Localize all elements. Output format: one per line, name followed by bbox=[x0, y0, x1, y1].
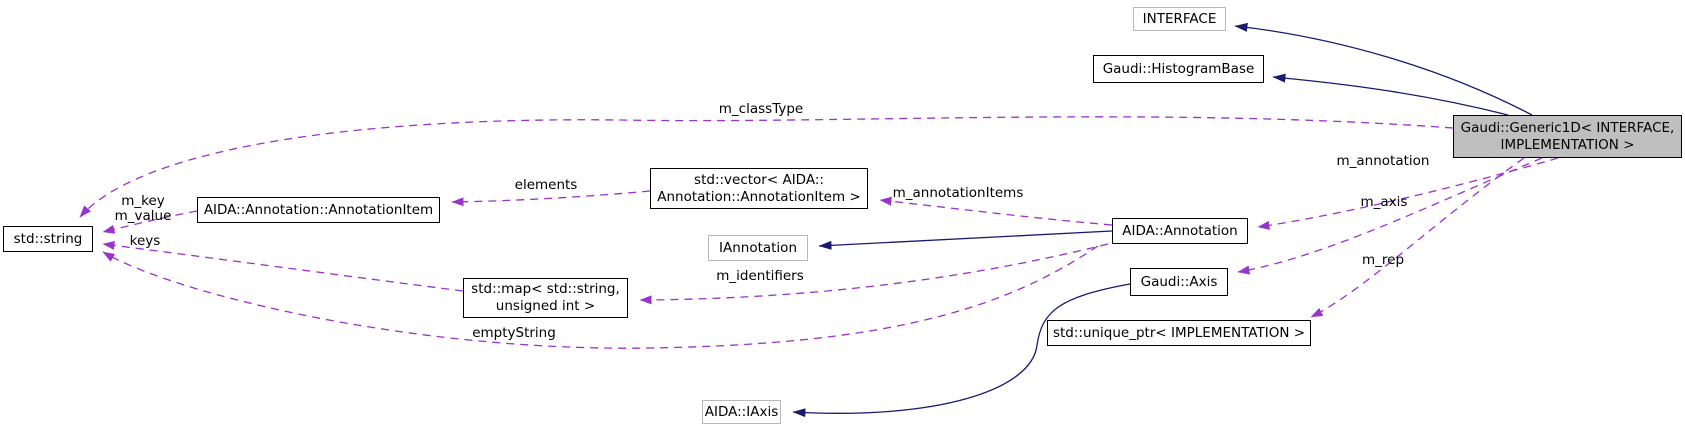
node-gaudi-generic1d-line1: Gaudi::Generic1D< INTERFACE, bbox=[1460, 119, 1675, 136]
edge-m-rep bbox=[1310, 157, 1525, 318]
edge-inherits-iannotation bbox=[818, 230, 1113, 250]
edge-inherits-iaxis bbox=[792, 283, 1131, 418]
edge-m-classtype bbox=[79, 116, 1454, 218]
edge-label-m-key-m-value: m_key m_value bbox=[110, 194, 176, 224]
node-aida-annotation[interactable]: AIDA::Annotation bbox=[1112, 218, 1248, 244]
edge-label-keys: keys bbox=[129, 233, 161, 249]
node-gaudi-generic1d-line2: IMPLEMENTATION > bbox=[1500, 136, 1635, 153]
node-interface-label: INTERFACE bbox=[1142, 10, 1217, 27]
edge-label-m-axis: m_axis bbox=[1360, 194, 1408, 210]
edge-label-m-annotationitems: m_annotationItems bbox=[892, 185, 1024, 201]
edge-label-m-key: m_key bbox=[121, 193, 165, 209]
node-gaudi-histogrambase-label: Gaudi::HistogramBase bbox=[1102, 60, 1255, 77]
edge-label-m-value: m_value bbox=[114, 207, 172, 224]
node-interface[interactable]: INTERFACE bbox=[1133, 7, 1226, 31]
node-std-unique-ptr-label: std::unique_ptr< IMPLEMENTATION > bbox=[1052, 324, 1306, 341]
node-aida-iaxis-label: AIDA::IAxis bbox=[704, 403, 779, 420]
edge-inherits-interface bbox=[1234, 22, 1533, 116]
edge-label-emptystring: emptyString bbox=[472, 325, 556, 341]
node-aida-iaxis[interactable]: AIDA::IAxis bbox=[702, 400, 781, 424]
node-gaudi-axis[interactable]: Gaudi::Axis bbox=[1130, 268, 1228, 296]
edge-m-annotation bbox=[1257, 157, 1559, 230]
node-std-vector-line2: Annotation::AnnotationItem > bbox=[657, 188, 861, 205]
edge-emptystring bbox=[102, 245, 1099, 349]
edge-label-m-identifiers: m_identifiers bbox=[716, 268, 804, 284]
edge-m-identifiers bbox=[639, 243, 1109, 305]
node-aida-annotationitem[interactable]: AIDA::Annotation::AnnotationItem bbox=[197, 197, 440, 223]
node-std-map-line2: unsigned int > bbox=[495, 298, 596, 314]
node-std-vector-annotationitem[interactable]: std::vector< AIDA:: Annotation::Annotati… bbox=[650, 168, 868, 209]
edge-label-m-rep: m_rep bbox=[1361, 252, 1405, 268]
node-std-map-line1: std::map< std::string, bbox=[471, 281, 620, 298]
node-aida-annotationitem-label: AIDA::Annotation::AnnotationItem bbox=[203, 201, 434, 218]
node-iannotation-label: IAnnotation bbox=[718, 239, 797, 256]
edge-label-m-annotation: m_annotation bbox=[1336, 153, 1430, 169]
edge-elements bbox=[451, 190, 651, 207]
node-std-string[interactable]: std::string bbox=[3, 226, 93, 252]
edge-m-key-m-value bbox=[102, 210, 198, 234]
edge-label-m-classtype: m_classType bbox=[718, 101, 804, 117]
edge-inherits-histogrambase bbox=[1272, 73, 1509, 116]
node-gaudi-generic1d[interactable]: Gaudi::Generic1D< INTERFACE, IMPLEMENTAT… bbox=[1453, 115, 1682, 158]
node-aida-annotation-label: AIDA::Annotation bbox=[1122, 222, 1238, 239]
node-gaudi-axis-label: Gaudi::Axis bbox=[1140, 273, 1218, 290]
node-iannotation[interactable]: IAnnotation bbox=[708, 235, 808, 261]
node-std-string-label: std::string bbox=[13, 230, 83, 247]
node-std-vector-line1: std::vector< AIDA:: bbox=[694, 171, 824, 188]
edge-label-elements: elements bbox=[514, 177, 578, 193]
node-std-unique-ptr[interactable]: std::unique_ptr< IMPLEMENTATION > bbox=[1047, 320, 1311, 346]
node-std-map[interactable]: std::map< std::string, unsigned int > bbox=[463, 278, 628, 318]
edge-m-annotationitems bbox=[879, 196, 1113, 226]
node-gaudi-histogrambase[interactable]: Gaudi::HistogramBase bbox=[1093, 55, 1264, 83]
edge-keys bbox=[102, 240, 464, 292]
